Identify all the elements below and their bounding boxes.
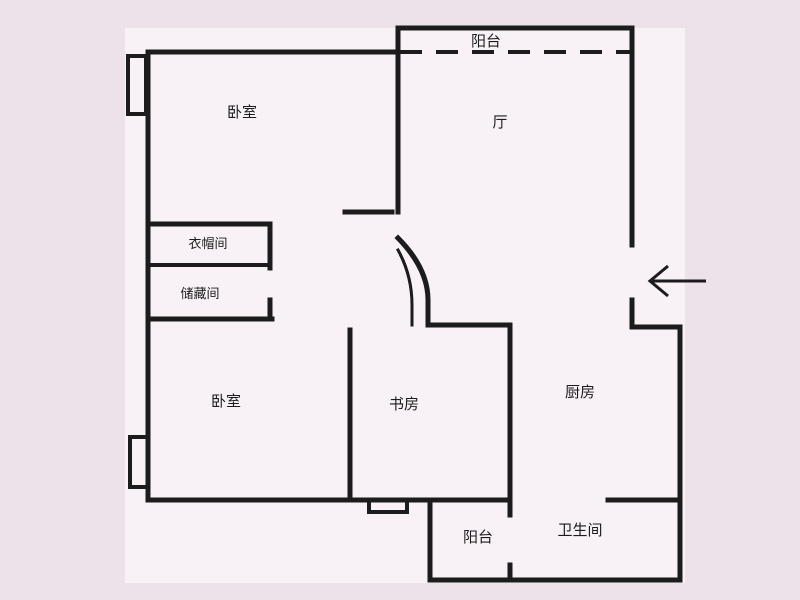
- label-living-room: 厅: [492, 113, 507, 131]
- study-wall-right: [425, 322, 513, 518]
- plan-paper: [125, 28, 685, 583]
- wall-entrance-right: [629, 297, 683, 583]
- curve-wall-a: [394, 234, 431, 328]
- label-closet: 衣帽间: [188, 236, 227, 252]
- label-study: 书房: [389, 395, 419, 413]
- wall-living-top-right: [395, 25, 635, 248]
- wall-bottom: [427, 497, 683, 583]
- label-balcony-bottom: 阳台: [463, 528, 493, 546]
- label-storage: 储藏间: [180, 287, 219, 302]
- label-bedroom-top: 卧室: [227, 103, 257, 121]
- label-bedroom-bottom: 卧室: [211, 392, 241, 410]
- study-window: [367, 498, 409, 514]
- label-bathroom: 卫生间: [557, 521, 602, 539]
- closet-wall-top: [149, 221, 273, 271]
- label-kitchen: 厨房: [565, 383, 595, 401]
- curve-wall-b: [395, 247, 414, 327]
- window-bottom-left: [128, 435, 150, 489]
- walls: [126, 25, 683, 583]
- arrow-left-icon: [647, 264, 706, 298]
- label-balcony-top: 阳台: [471, 32, 501, 50]
- window-top-left: [126, 54, 148, 116]
